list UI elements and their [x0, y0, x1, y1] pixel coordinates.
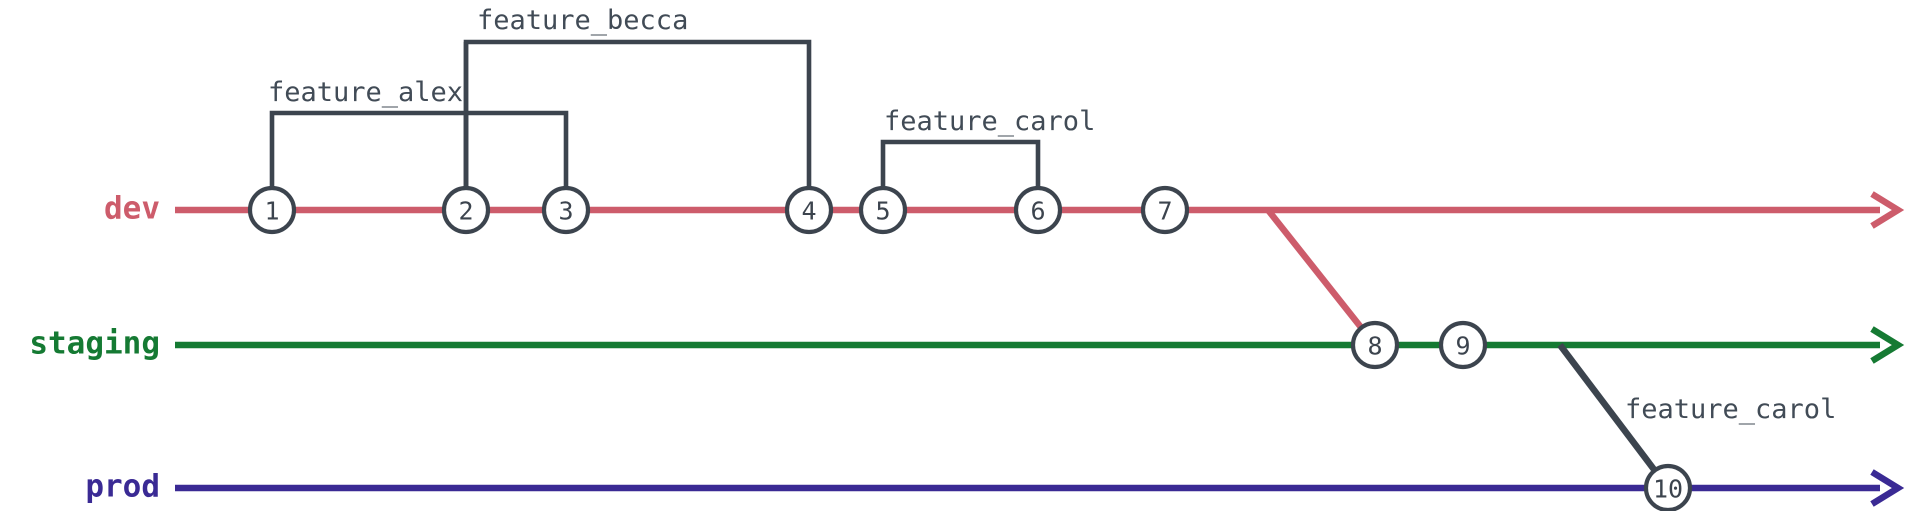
commit-node-9[interactable]: 9 — [1438, 320, 1488, 370]
feature-bracket-feature_alex — [269, 110, 569, 188]
commit-node-6[interactable]: 6 — [1013, 185, 1063, 235]
feature-label-feature_carol_dev: feature_carol — [884, 106, 1095, 137]
commit-node-label-7: 7 — [1157, 197, 1172, 226]
commit-node-circle-10[interactable] — [1643, 463, 1693, 511]
commit-node-5[interactable]: 5 — [858, 185, 908, 235]
branch-label-dev: dev — [104, 191, 160, 227]
commit-node-10[interactable]: 10 — [1643, 463, 1693, 511]
commit-node-label-9: 9 — [1455, 332, 1470, 361]
commit-node-label-5: 5 — [875, 197, 890, 226]
commit-node-circle-4[interactable] — [784, 185, 834, 235]
commit-node-circle-9[interactable] — [1438, 320, 1488, 370]
branch-lines — [175, 191, 1905, 507]
commit-node-circle-3[interactable] — [541, 185, 591, 235]
commit-node-label-2: 2 — [458, 197, 473, 226]
feature-label-feature_becca: feature_becca — [477, 5, 688, 36]
branch-arrowhead-dev — [1870, 191, 1905, 229]
commit-node-circle-1[interactable] — [247, 185, 297, 235]
commit-node-2[interactable]: 2 — [441, 185, 491, 235]
edge-label-feature_carol_prod: feature_carol — [1625, 394, 1836, 425]
feature-brackets — [269, 39, 1041, 188]
branch-name-labels: dev staging prod — [29, 191, 160, 505]
commit-node-circle-7[interactable] — [1140, 185, 1190, 235]
merge-edge-dev-to-staging — [1265, 207, 1378, 348]
commit-node-label-1: 1 — [264, 197, 279, 226]
commit-node-3[interactable]: 3 — [541, 185, 591, 235]
commit-node-label-6: 6 — [1030, 197, 1045, 226]
commit-node-label-10: 10 — [1653, 475, 1683, 504]
branch-arrowhead-prod — [1870, 469, 1905, 507]
branch-arrowhead-staging — [1870, 326, 1905, 364]
commit-node-label-8: 8 — [1367, 332, 1382, 361]
feature-label-feature_alex: feature_alex — [268, 77, 463, 108]
commit-nodes: 1 2 3 4 5 6 7 8 9 10 — [247, 185, 1693, 511]
commit-node-7[interactable]: 7 — [1140, 185, 1190, 235]
commit-node-label-3: 3 — [558, 197, 573, 226]
merge-edge-staging-to-prod — [1557, 343, 1671, 490]
commit-node-1[interactable]: 1 — [247, 185, 297, 235]
commit-node-circle-6[interactable] — [1013, 185, 1063, 235]
commit-node-label-4: 4 — [801, 197, 816, 226]
merge-edges — [1265, 207, 1671, 490]
edge-labels: feature_carol — [1625, 394, 1836, 425]
commit-node-circle-5[interactable] — [858, 185, 908, 235]
commit-node-circle-8[interactable] — [1350, 320, 1400, 370]
branch-label-prod: prod — [85, 469, 160, 505]
feature-name-labels: feature_alex feature_becca feature_carol — [268, 5, 1095, 137]
commit-node-4[interactable]: 4 — [784, 185, 834, 235]
commit-node-circle-2[interactable] — [441, 185, 491, 235]
commit-node-8[interactable]: 8 — [1350, 320, 1400, 370]
feature-bracket-feature_carol_dev — [880, 139, 1041, 188]
branch-label-staging: staging — [29, 326, 160, 362]
